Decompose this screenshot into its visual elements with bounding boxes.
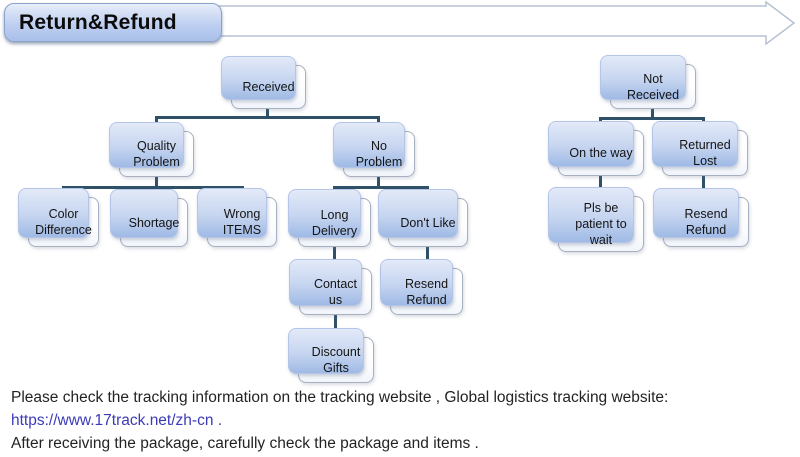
flow-node-pls-be-patient: Pls be patient to wait <box>548 187 644 252</box>
flow-node-label: Resend Refund <box>404 276 449 307</box>
flow-node-label: Wrong ITEMS <box>222 207 262 237</box>
flow-node-returned-lost: Returned Lost <box>652 121 748 176</box>
banner-title-box: Return&Refund <box>4 3 222 42</box>
flow-node-label: Quality Problem <box>133 139 180 169</box>
connector-line <box>266 108 269 119</box>
flow-node-label: Long Delivery <box>311 207 358 238</box>
connector-line <box>155 116 380 119</box>
flow-node-dont-like: Don't Like <box>378 189 468 247</box>
footer-line-3: After receiving the package, carefully c… <box>11 432 796 455</box>
page-title: Return&Refund <box>19 10 177 34</box>
flow-node-contact-us: Contact us <box>289 259 372 315</box>
flow-node-discount-gifts: Discount Gifts <box>288 328 374 383</box>
flow-node-label: Don't Like <box>400 215 456 230</box>
tracking-link[interactable]: https://www.17track.net/zh-cn . <box>11 412 223 429</box>
flow-node-label: Resend Refund <box>684 207 728 237</box>
flow-node-wrong-items: Wrong ITEMS <box>197 188 277 247</box>
flow-node-label: Received <box>242 80 295 94</box>
connector-line <box>702 175 705 198</box>
flow-node-label: On the way <box>569 146 633 160</box>
flow-node-label: Returned Lost <box>679 138 731 168</box>
flow-node-label: Contact us <box>313 276 358 307</box>
footer-line-2: https://www.17track.net/zh-cn . <box>11 409 796 432</box>
flow-node-no-problem: No Problem <box>333 122 415 177</box>
footer-text: After receiving the package, carefully c… <box>11 435 479 452</box>
connector-line <box>599 175 602 197</box>
flow-node-label: Shortage <box>128 215 180 230</box>
flow-node-quality-problem: Quality Problem <box>109 122 194 177</box>
flow-node-label: No Problem <box>355 139 403 169</box>
flow-node-shortage: Shortage <box>110 189 188 247</box>
footer-line-1: Please check the tracking information on… <box>11 386 796 409</box>
connector-line <box>155 176 158 188</box>
flow-node-received: Received <box>221 56 306 109</box>
flow-node-on-the-way: On the way <box>548 121 644 176</box>
flow-node-label: Discount Gifts <box>311 345 361 375</box>
footer-note: Please check the tracking information on… <box>11 386 796 455</box>
connector-line <box>377 176 380 188</box>
connector-line <box>651 108 654 119</box>
footer-text: Please check the tracking information on… <box>11 389 669 406</box>
forward-arrow-icon <box>204 0 796 46</box>
flow-node-resend-refund: Resend Refund <box>380 259 463 315</box>
flow-node-label: Pls be patient to wait <box>575 201 627 247</box>
connector-line <box>333 246 336 269</box>
flow-node-label: Not Received <box>626 71 680 102</box>
connector-line <box>333 186 429 189</box>
flow-node-color-difference: Color Difference <box>18 188 99 247</box>
flow-node-resend-refund: Resend Refund <box>653 188 749 247</box>
connector-line <box>426 246 429 269</box>
flow-node-not-received: Not Received <box>600 55 696 109</box>
flow-node-label: Color Difference <box>35 207 92 237</box>
flow-node-long-delivery: Long Delivery <box>288 189 371 247</box>
connector-line <box>334 314 337 338</box>
connector-line <box>599 117 705 120</box>
